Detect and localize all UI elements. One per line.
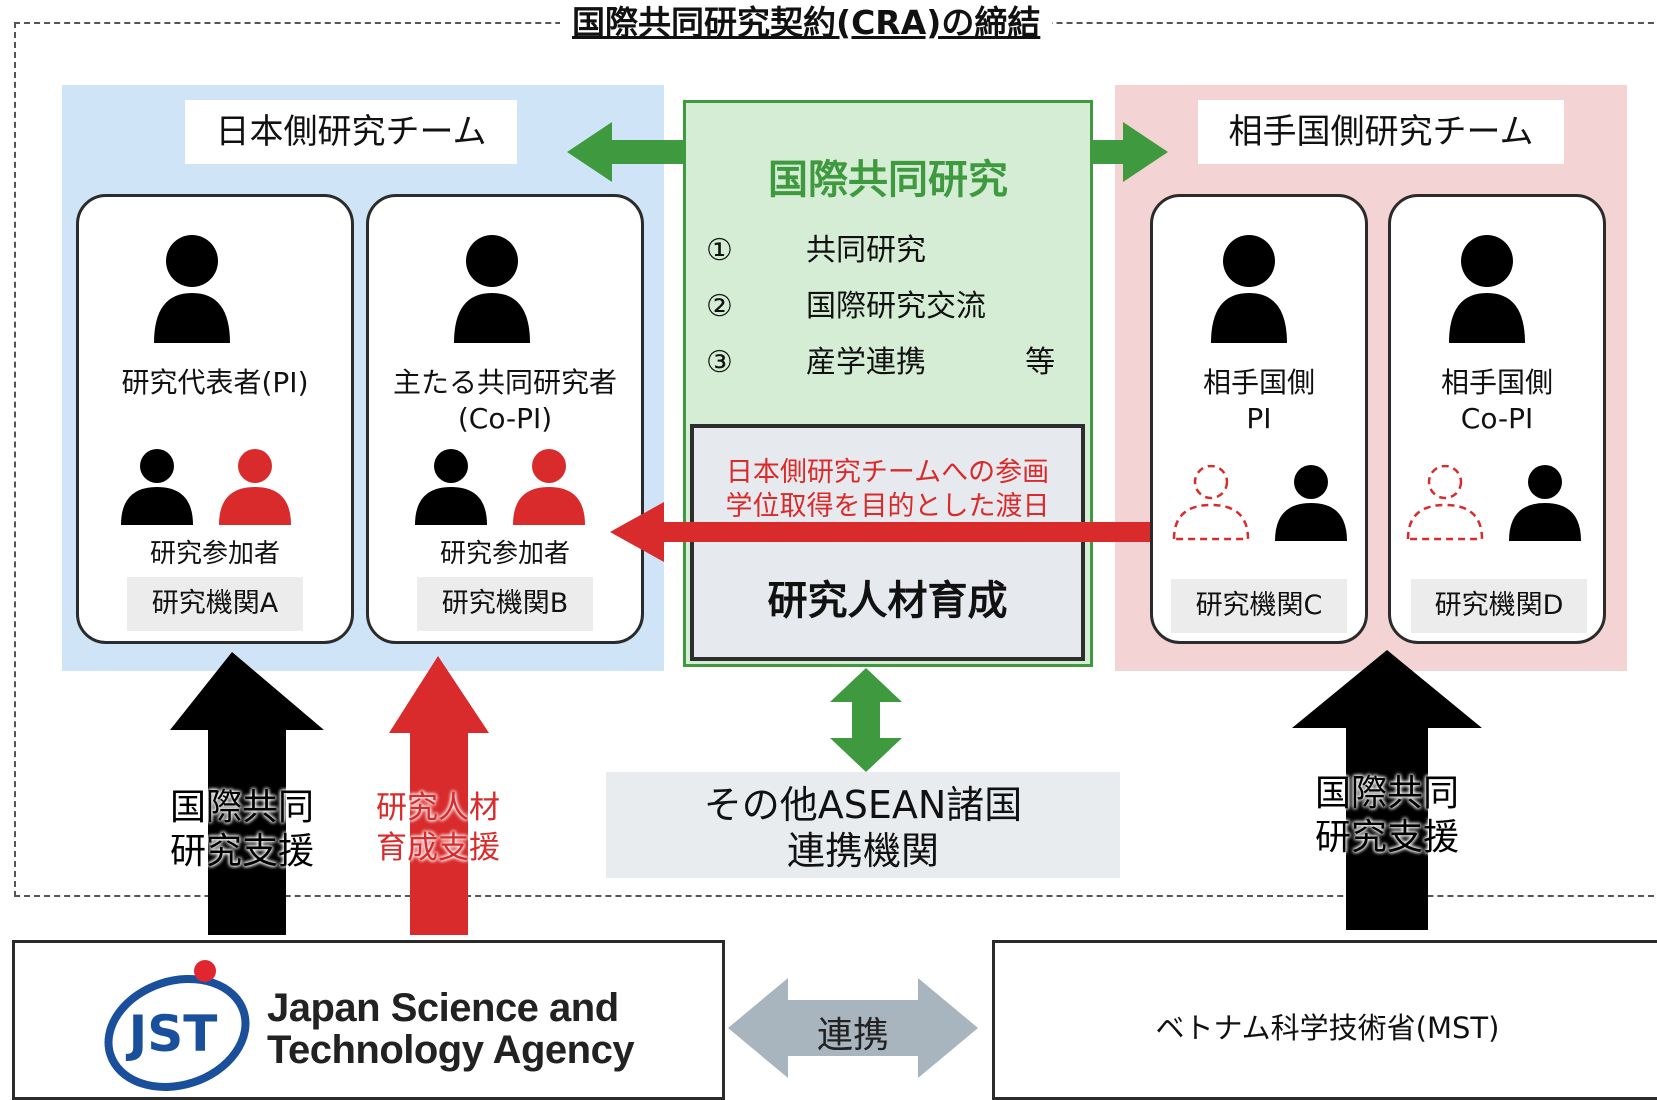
pi-person-icon	[154, 235, 230, 343]
jst-name: Japan Science and Technology Agency	[267, 986, 635, 1072]
joint-research-heading: 国際共同研究	[768, 157, 1008, 203]
institution-c: 研究機関C	[1171, 579, 1347, 633]
support-line: 研究支援	[169, 831, 314, 872]
support-line: 研究人材	[376, 790, 500, 826]
hrd-line: 学位取得を目的とした渡日	[725, 491, 1050, 522]
jst-box: JST Japan Science and Technology Agency	[12, 940, 725, 1100]
jst-joint-support-label: 国際共同 研究支援	[150, 786, 334, 874]
participant-icon-red	[513, 449, 585, 525]
item-number: ①	[706, 233, 733, 268]
hrd-box: 日本側研究チームへの参画 学位取得を目的とした渡日 研究人材育成	[690, 424, 1085, 661]
japan-team-label: 日本側研究チーム	[185, 100, 517, 164]
participant-icon	[121, 449, 193, 525]
support-line: 研究支援	[1314, 817, 1459, 858]
participant-icon	[415, 449, 487, 525]
partner-pi-person-icon	[1211, 235, 1287, 343]
partner-co-pi-card: 相手国側 Co-PI 研究機関D	[1388, 194, 1606, 644]
co-pi-person-icon	[454, 235, 530, 343]
institution-a: 研究機関A	[127, 577, 303, 631]
participant-icon-red	[219, 449, 291, 525]
partner-pi-role: 相手国側 PI	[1153, 365, 1365, 437]
joint-research-item: ① 共同研究	[706, 225, 926, 269]
partner-co-pi-role-line: 相手国側	[1440, 366, 1553, 399]
item-number: ③	[706, 345, 733, 380]
item-text: 共同研究	[806, 233, 926, 268]
mst-name: ベトナム科学技術省(MST)	[1155, 1011, 1500, 1045]
item-text: 国際研究交流	[806, 289, 986, 324]
jst-logo-text: JST	[126, 1005, 218, 1063]
co-pi-role-line: 主たる共同研究者	[392, 366, 617, 399]
item-text: 産学連携	[806, 345, 926, 380]
support-line: 国際共同	[1314, 773, 1459, 814]
participant-icon	[1275, 465, 1347, 541]
co-pi-role-line: (Co-PI)	[457, 402, 553, 435]
mst-joint-support-label: 国際共同 研究支援	[1295, 772, 1479, 860]
support-line: 育成支援	[376, 830, 500, 866]
jst-name-line: Technology Agency	[267, 1028, 635, 1072]
participant-icon	[1509, 465, 1581, 541]
item-suffix: 等	[1025, 345, 1056, 380]
diagram-title: 国際共同研究契約(CRA)の締結	[560, 0, 1053, 46]
participants-label: 研究参加者	[439, 539, 570, 569]
hrd-title: 研究人材育成	[767, 578, 1008, 624]
partner-co-pi-role-line: Co-PI	[1460, 402, 1534, 435]
institution-b: 研究機関B	[417, 577, 593, 631]
hrd-line: 日本側研究チームへの参画	[725, 457, 1050, 488]
jst-name-line: Japan Science and	[267, 986, 619, 1030]
jst-logo-icon: JST	[104, 960, 250, 1091]
asean-line: 連携機関	[786, 829, 939, 873]
partner-pi-role-line: 相手国側	[1202, 366, 1315, 399]
participants-label: 研究参加者	[149, 539, 280, 569]
asean-box: その他ASEAN諸国 連携機関	[606, 772, 1120, 878]
partner-co-pi-person-icon	[1449, 235, 1525, 343]
support-line: 国際共同	[169, 787, 314, 828]
item-number: ②	[706, 289, 733, 324]
hrd-divider	[694, 536, 1081, 539]
asean-line: その他ASEAN諸国	[703, 783, 1023, 827]
pi-card: 研究代表者(PI) 研究参加者 研究機関A	[76, 194, 354, 644]
partner-pi-card: 相手国側 PI 研究機関C	[1150, 194, 1368, 644]
joint-research-item: ② 国際研究交流	[706, 281, 986, 325]
jst-hrd-support-label: 研究人材 育成支援	[360, 788, 516, 868]
pi-role: 研究代表者(PI)	[79, 365, 351, 401]
institution-d: 研究機関D	[1411, 579, 1587, 633]
co-pi-card: 主たる共同研究者 (Co-PI) 研究参加者 研究機関B	[366, 194, 644, 644]
partner-pi-role-line: PI	[1246, 402, 1272, 435]
joint-research-item: ③ 産学連携 等	[706, 337, 1055, 381]
partner-co-pi-role: 相手国側 Co-PI	[1391, 365, 1603, 437]
hrd-description: 日本側研究チームへの参画 学位取得を目的とした渡日	[694, 456, 1081, 524]
co-pi-role: 主たる共同研究者 (Co-PI)	[369, 365, 641, 437]
partner-team-label: 相手国側研究チーム	[1198, 100, 1564, 164]
link-label: 連携	[816, 1015, 889, 1056]
prospective-student-icon	[1406, 465, 1484, 541]
prospective-student-icon	[1172, 465, 1250, 541]
pi-role-line: 研究代表者(PI)	[121, 366, 309, 399]
mst-box: ベトナム科学技術省(MST)	[992, 940, 1657, 1100]
